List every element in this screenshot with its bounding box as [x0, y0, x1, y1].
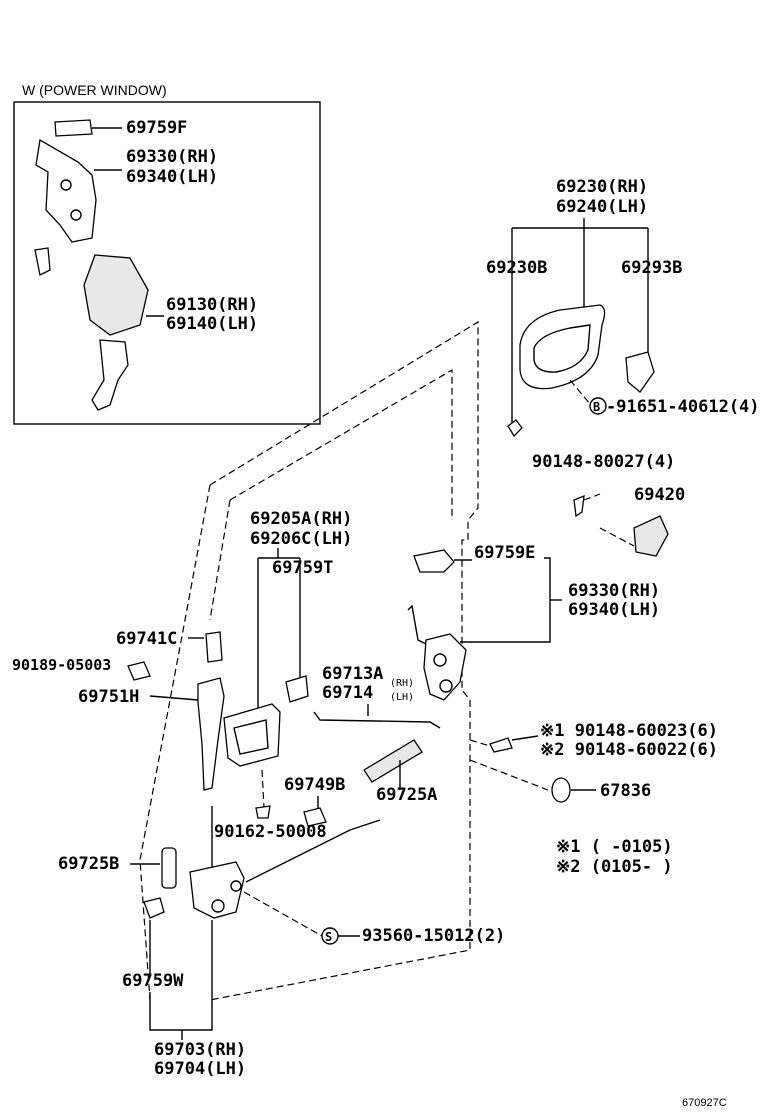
striker-bolt: [573, 494, 585, 518]
door-striker: [633, 515, 669, 557]
clip-90189: [127, 661, 151, 681]
label-69340: 69340(LH): [568, 600, 660, 620]
door-panel-outline: [209, 320, 479, 1001]
diagram-code: 670927C: [682, 1097, 727, 1109]
label-69420: 69420: [634, 485, 685, 505]
door-lock: [423, 633, 467, 701]
outside-handle-group: 69230(RH) 69240(LH) 69230B 69293B B -916…: [486, 177, 760, 438]
label-91651: -91651-40612(4): [606, 397, 760, 417]
screw-90162: [255, 805, 271, 819]
label-69759t: 69759T: [272, 558, 333, 578]
rod-end-clip: [507, 419, 523, 438]
rh-small: (RH): [390, 678, 414, 689]
label-69713a: 69713A: [322, 664, 383, 684]
label-69714: 69714: [322, 683, 373, 703]
b-marker: B: [593, 400, 600, 414]
label-69330: 69330(RH): [568, 581, 660, 601]
label-69240: 69240(LH): [556, 197, 648, 217]
lock-assembly-inset: [35, 138, 97, 243]
lh-small: (LH): [390, 692, 414, 703]
striker-group: 90148-80027(4) 69420: [532, 452, 685, 557]
link-arm-inset: [91, 339, 129, 411]
left-parts-group: 69741C 90189-05003 69751H 69725B 69759W: [12, 629, 225, 991]
label-69230b: 69230B: [486, 258, 547, 278]
motor-unit-inset: [83, 254, 149, 336]
pad-69741c: [205, 631, 223, 663]
clip-69759f-inset: [54, 119, 93, 137]
label-90148-60023: ※1 90148-60023(6): [540, 721, 718, 741]
label-69230: 69230(RH): [556, 177, 648, 197]
grommet-67836: [551, 777, 571, 803]
lock-assembly-group: 69759E 69330(RH) 69340(LH) ※1 90148-6002…: [407, 543, 718, 877]
door-outline: [139, 320, 479, 1001]
label-69749b: 69749B: [284, 775, 345, 795]
control-assembly: [189, 861, 245, 919]
clip-69759t: [285, 675, 309, 703]
label-90148-80027: 90148-80027(4): [532, 452, 675, 472]
inside-handle-group: 69205A(RH) 69206C(LH) 69759T 90162-50008: [214, 509, 352, 842]
outside-handle: [519, 304, 606, 390]
label-93560: 93560-15012(2): [362, 926, 505, 946]
label-69140: 69140(LH): [166, 314, 258, 334]
label-69130: 69130(RH): [166, 295, 258, 315]
window-frame-inner: [229, 368, 453, 520]
label-69759w: 69759W: [122, 971, 184, 991]
label-90148-60022: ※2 90148-60022(6): [540, 740, 718, 760]
label-69759e: 69759E: [474, 543, 535, 563]
label-90162: 90162-50008: [214, 822, 327, 842]
inset-frame: [13, 101, 321, 425]
clip-69759e: [413, 549, 455, 573]
label-69206c: 69206C(LH): [250, 529, 352, 549]
bottom-labels: S 93560-15012(2) 69703(RH) 69704(LH) 670…: [149, 891, 727, 1109]
rods-group: 69713A (RH) 69714 (LH) 69725A 69749B: [189, 664, 441, 919]
s-marker: S: [325, 930, 332, 944]
clip-69293b: [625, 351, 655, 393]
clip-69759w: [143, 897, 165, 919]
label-69725b: 69725B: [58, 854, 119, 874]
label-69703: 69703(RH): [154, 1040, 246, 1060]
power-window-inset: W (POWER WINDOW) 69759F 69330(RH) 69340(…: [13, 82, 321, 425]
label-69741c: 69741C: [116, 629, 177, 649]
label-69293b: 69293B: [621, 258, 682, 278]
label-69205a: 69205A(RH): [250, 509, 352, 529]
label-69704: 69704(LH): [154, 1059, 246, 1079]
pad-69725b: [161, 847, 177, 889]
label-69340-inset: 69340(LH): [126, 167, 218, 187]
label-67836: 67836: [600, 781, 651, 801]
b-marker-circle: [589, 397, 607, 415]
label-69330-inset: 69330(RH): [126, 147, 218, 167]
note-2: ※2 (0105- ): [556, 857, 673, 877]
label-69759f-inset: 69759F: [126, 118, 187, 138]
label-69751h: 69751H: [78, 687, 139, 707]
label-69725a: 69725A: [376, 785, 437, 805]
pad-69725a: [363, 739, 423, 783]
note-1: ※1 ( -0105): [556, 837, 673, 857]
rod-69713a: [313, 711, 441, 729]
bracket-inset: [34, 247, 51, 276]
lock-screw: [489, 737, 513, 753]
inside-handle: [223, 703, 281, 767]
clip-69749b: [303, 807, 327, 827]
label-90189: 90189-05003: [12, 656, 111, 674]
inset-title: W (POWER WINDOW): [22, 82, 167, 98]
knob-69751h: [197, 677, 225, 791]
cable-rod: [245, 819, 381, 883]
